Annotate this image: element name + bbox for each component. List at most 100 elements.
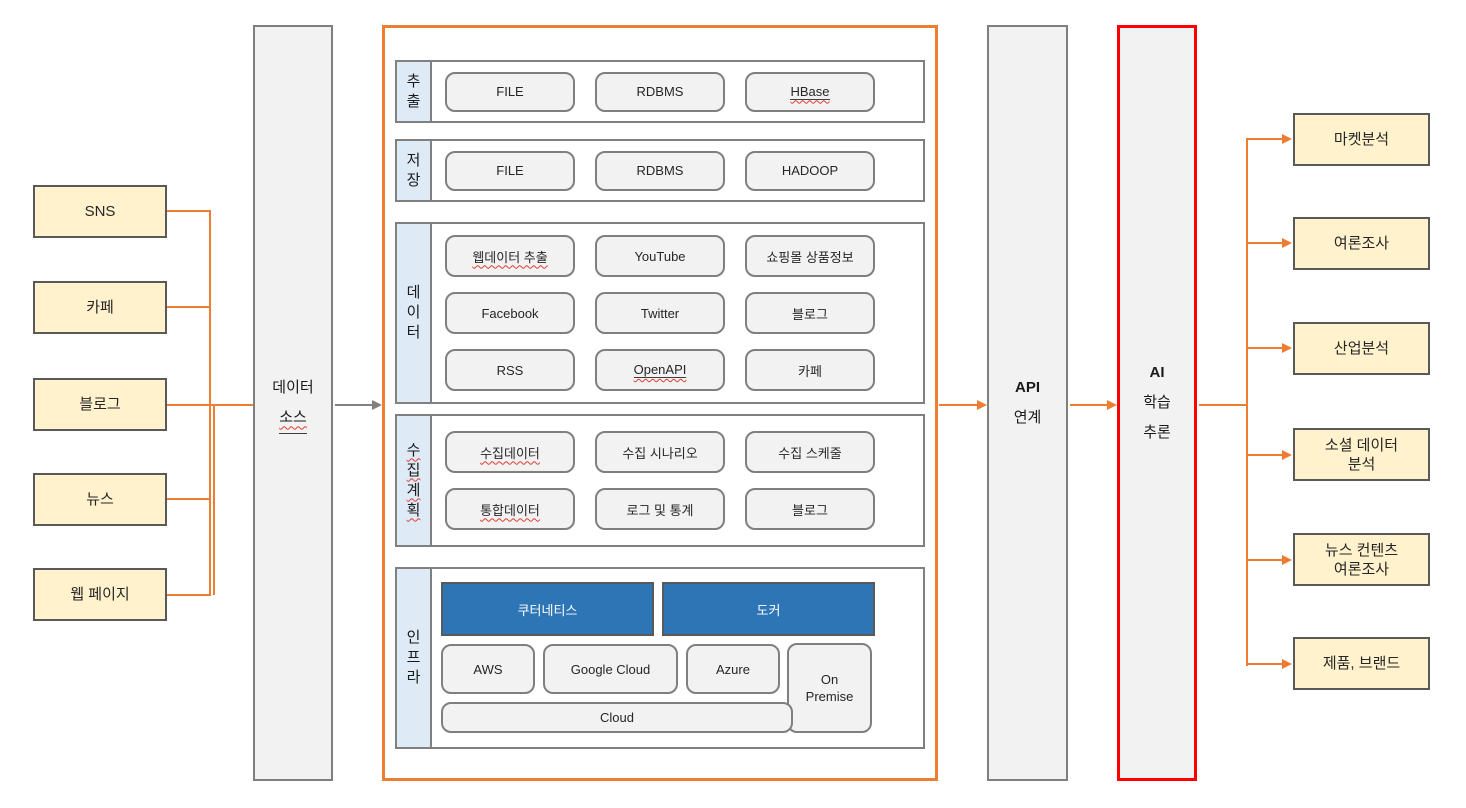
item-facebook: Facebook (445, 292, 575, 334)
item-azure: Azure (686, 644, 780, 694)
item-shopping-product-info: 쇼핑몰 상품정보 (745, 235, 875, 277)
label-char: 프 (406, 649, 421, 666)
arrowhead-icon (1282, 450, 1292, 460)
output-label: 분석 (1347, 455, 1376, 473)
item-aws: AWS (441, 644, 535, 694)
item-label: 블로그 (792, 502, 828, 518)
item-blog: 블로그 (745, 292, 875, 334)
section-plan-label: 수 집 계 획 (397, 416, 432, 545)
arrowhead-icon (1282, 659, 1292, 669)
item-label: 수집 시나리오 (622, 445, 698, 461)
source-label: 블로그 (79, 396, 121, 413)
item-label: YouTube (634, 248, 686, 264)
section-data: 데 이 터 웹데이터 추출 YouTube 쇼핑몰 상품정보 Facebook … (395, 222, 925, 404)
item-docker: 도커 (662, 582, 875, 636)
connector-line (1248, 559, 1283, 561)
item-label: 로그 및 통계 (626, 502, 694, 518)
connector-line (1248, 138, 1283, 140)
arrowhead-icon (1282, 555, 1292, 565)
section-store-items: FILE RDBMS HADOOP (445, 141, 875, 200)
arrowhead-icon (372, 400, 382, 410)
connector-line (335, 404, 373, 406)
arrowhead-icon (1107, 400, 1117, 410)
item-collected-data: 수집데이터 (445, 431, 575, 473)
item-label: Cloud (600, 710, 634, 725)
ai-line3: 추론 (1143, 424, 1171, 441)
connector-line (939, 404, 979, 406)
ai-inference-pillar: AI 학습 추론 (1117, 25, 1197, 781)
item-label: RSS (496, 362, 524, 378)
section-plan: 수 집 계 획 수집데이터 수집 시나리오 수집 스케줄 통합데이터 로그 및 … (395, 414, 925, 547)
item-hbase: HBase (745, 71, 875, 112)
item-rss: RSS (445, 349, 575, 391)
label-char: 획 (406, 501, 421, 519)
item-label: 통합데이터 (480, 502, 540, 518)
connector-line (167, 498, 211, 500)
item-label: OpenAPI (633, 362, 687, 378)
source-box-blog: 블로그 (33, 378, 167, 431)
output-box-market-analysis: 마켓분석 (1293, 113, 1430, 166)
item-label: Twitter (640, 305, 680, 321)
connector-line (209, 210, 211, 596)
item-label: RDBMS (636, 84, 684, 99)
item-cloud: Cloud (441, 702, 793, 733)
item-label: 도커 (756, 602, 781, 618)
output-label: 소셜 데이터 (1324, 436, 1399, 454)
item-collection-schedule: 수집 스케줄 (745, 431, 875, 473)
item-collection-scenario: 수집 시나리오 (595, 431, 725, 473)
label-char: 이 (406, 304, 421, 321)
item-label: 쿠터네티스 (517, 602, 578, 618)
source-label: 웹 페이지 (70, 586, 130, 603)
api-link-pillar: API 연계 (987, 25, 1068, 781)
source-label: 카페 (86, 299, 114, 316)
source-box-sns: SNS (33, 185, 167, 238)
item-label: 카페 (798, 363, 822, 379)
item-label: 웹데이터 추출 (472, 249, 548, 265)
output-label: 여론조사 (1333, 235, 1390, 252)
source-box-webpage: 웹 페이지 (33, 568, 167, 621)
ai-line2: 학습 (1143, 394, 1171, 411)
label-char: 인 (406, 629, 421, 646)
output-label: 제품, 브랜드 (1322, 655, 1401, 672)
ai-line1: AI (1149, 364, 1165, 381)
connector-line (1248, 347, 1283, 349)
item-label: On (820, 672, 839, 687)
item-label: HBase (790, 83, 830, 100)
connector-line (167, 210, 211, 212)
connector-line (1248, 663, 1283, 665)
output-label: 뉴스 컨텐츠 (1324, 541, 1399, 559)
label-char: 터 (406, 324, 421, 341)
label-char: 출 (406, 92, 421, 110)
item-youtube: YouTube (595, 235, 725, 277)
item-label: 수집데이터 (480, 445, 540, 461)
data-source-pillar: 데이터 소스 (253, 25, 333, 781)
item-web-data-extract: 웹데이터 추출 (445, 235, 575, 277)
item-label: Premise (805, 689, 854, 704)
section-plan-items: 수집데이터 수집 시나리오 수집 스케줄 통합데이터 로그 및 통계 블로그 (445, 416, 875, 545)
section-data-label: 데 이 터 (397, 224, 432, 402)
connector-line (167, 404, 253, 406)
output-box-industry-analysis: 산업분석 (1293, 322, 1430, 375)
item-rdbms: RDBMS (595, 150, 725, 191)
label-char: 라 (406, 669, 421, 686)
item-file: FILE (445, 150, 575, 191)
source-box-news: 뉴스 (33, 473, 167, 526)
item-file: FILE (445, 71, 575, 112)
section-extract-label: 추 출 (397, 62, 432, 121)
item-integrated-data: 통합데이터 (445, 488, 575, 530)
item-google-cloud: Google Cloud (543, 644, 678, 694)
label-char: 데 (406, 284, 421, 301)
item-label: 블로그 (792, 306, 828, 322)
item-kubernetes: 쿠터네티스 (441, 582, 654, 636)
section-store: 저 장 FILE RDBMS HADOOP (395, 139, 925, 202)
item-cafe: 카페 (745, 349, 875, 391)
data-source-line1: 데이터 (272, 378, 314, 396)
section-extract: 추 출 FILE RDBMS HBase (395, 60, 925, 123)
connector-line (213, 404, 215, 595)
label-char: 저 (406, 151, 421, 169)
arrowhead-icon (977, 400, 987, 410)
item-hadoop: HADOOP (745, 150, 875, 191)
section-infra-label: 인 프 라 (397, 569, 432, 747)
item-label: RDBMS (636, 163, 684, 178)
